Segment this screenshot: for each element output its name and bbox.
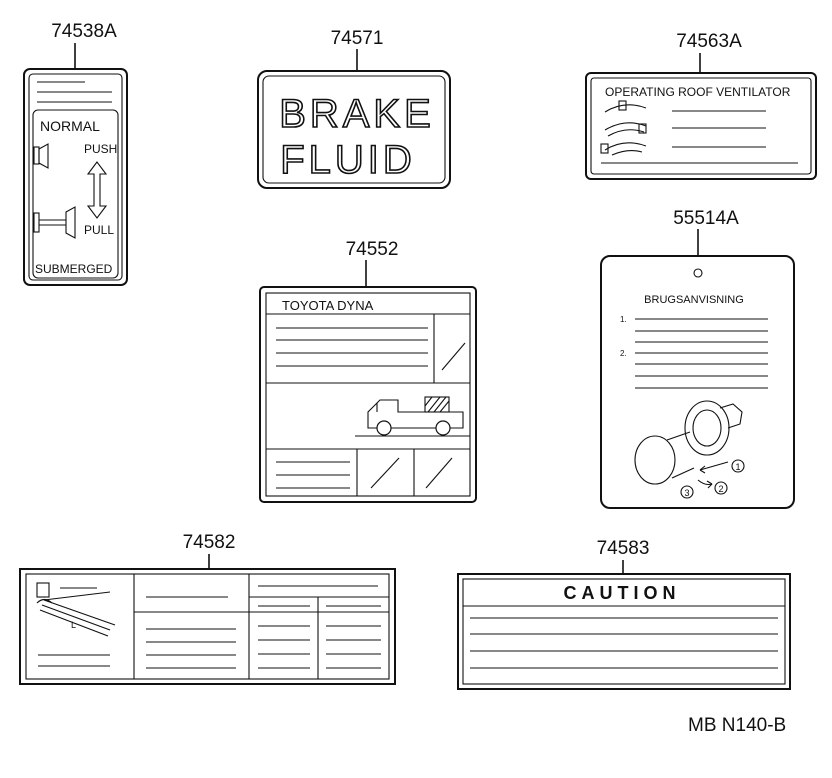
part-55514A: 55514A BRUGSANVISNING 1. 2. 1 [600,208,795,509]
knob-pushed-icon [33,143,49,169]
caution-title: CAUTION [564,583,681,603]
label-inner-border [590,77,812,175]
step-3-marker [680,485,694,499]
step-2-marker [714,481,728,495]
fluid-text: FLUID [280,138,416,182]
part-74583: 74583 CAUTION [457,538,791,690]
instruction-panel [32,109,119,279]
dimension-l-text: L [71,620,76,630]
part-number-74538A: 74538A [51,21,117,42]
lever-adjustment-icon [36,582,116,637]
label-outline [457,573,791,690]
label-outline [23,68,128,286]
step-3-text: 3 [684,488,689,498]
control-knob-icon [634,400,743,485]
label-inner-border [265,292,471,497]
diagram-code: MB N140-B [688,715,786,736]
part-number-74582: 74582 [183,532,236,553]
part-number-74552: 74552 [346,239,399,260]
step-1-text: 1 [735,462,740,472]
part-number-74571: 74571 [331,28,384,49]
label-inner-border [262,75,446,184]
part-number-74583: 74583 [597,538,650,559]
ventilator-half-icon [604,122,647,137]
push-pull-arrow-icon [86,161,108,219]
operating-title-text: OPERATING ROOF VENTILATOR [605,85,791,99]
label-inner-border [28,73,123,281]
step-2-text: 2 [718,484,723,494]
push-text: PUSH [84,142,117,156]
part-74582: 74582 L [19,532,396,685]
part-number-55514A: 55514A [673,208,739,229]
submerged-text: SUBMERGED [35,262,113,276]
brugsanvisning-title: BRUGSANVISNING [644,294,744,306]
normal-text: NORMAL [40,118,100,134]
knob-pulled-icon [33,206,76,239]
label-outline [257,70,451,189]
part-number-74563A: 74563A [676,31,742,52]
label-outline [259,286,477,503]
label-outline [585,72,817,180]
ventilator-open-icon [600,142,647,156]
toyota-dyna-title: TOYOTA DYNA [282,298,374,313]
label-inner-border [462,578,786,685]
item-2-marker: 2. [620,349,627,358]
ventilator-closed-icon [604,100,647,113]
part-74563A: 74563A OPERATING ROOF VENTILATOR [585,31,817,180]
truck-icon [355,396,470,437]
hanger-hole-icon [693,268,703,278]
part-74538A: 74538A NORMAL PUSH PULL SUBMERGED [23,21,128,286]
part-74552: 74552 TOYOTA DYNA [259,239,477,503]
label-inner-border [25,573,390,680]
part-74571: 74571 BRAKE FLUID [257,28,451,189]
step-1-marker [731,459,745,473]
pull-text: PULL [84,223,114,237]
brake-text: BRAKE [279,92,435,136]
item-1-marker: 1. [620,315,627,324]
rotation-arrows-icon [697,461,729,489]
